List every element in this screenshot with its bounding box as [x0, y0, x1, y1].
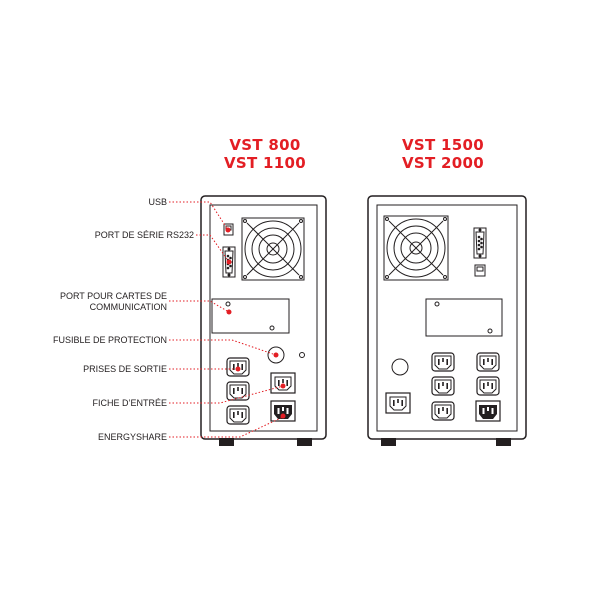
- left-outlet-2-icon: [226, 381, 250, 401]
- left-fuse-icon: [267, 346, 285, 364]
- left-model-line2: VST 1100: [223, 154, 306, 172]
- right-outlet-3-icon: [431, 376, 455, 396]
- right-outlet-1-icon: [431, 352, 455, 372]
- left-model-title: VST 800 VST 1100: [205, 136, 325, 172]
- energyshare-label: ENERGYSHARE: [97, 432, 167, 442]
- fuse-callout-dot: [273, 352, 279, 358]
- usb-callout-line: [169, 201, 229, 231]
- right-fuse-icon: [391, 358, 409, 376]
- left-model-line1: VST 800: [229, 136, 301, 154]
- right-input-plug-icon: [475, 400, 501, 422]
- rs232-callout-line: [196, 234, 230, 263]
- right-outlet-5-icon: [431, 401, 455, 421]
- comm-port-label-line2: COMMUNICATION: [89, 302, 167, 312]
- energyshare-callout-line: [169, 416, 284, 438]
- left-outlet-3-icon: [226, 405, 250, 425]
- fuse-label: FUSIBLE DE PROTECTION: [52, 335, 167, 345]
- right-energyshare-outlet-icon: [385, 392, 411, 414]
- right-fan-icon: [383, 215, 449, 281]
- right-ups-unit: [367, 195, 527, 446]
- right-comm-slot-icon: [425, 298, 503, 337]
- fuse-callout-line: [169, 339, 277, 356]
- right-model-title: VST 1500 VST 2000: [383, 136, 503, 172]
- right-model-line1: VST 1500: [401, 136, 484, 154]
- rs232-callout-dot: [226, 259, 232, 265]
- left-fan-icon: [241, 217, 305, 281]
- input-callout-line: [169, 385, 284, 404]
- comm-callout-line: [169, 300, 230, 313]
- outlets-label: PRISES DE SORTIE: [83, 364, 167, 374]
- rs232-label: PORT DE SÉRIE RS232: [94, 230, 194, 240]
- right-model-line2: VST 2000: [401, 154, 484, 172]
- usb-label: USB: [148, 197, 167, 207]
- callout-dots: [225, 227, 286, 419]
- outlets-callout-dot: [235, 366, 241, 372]
- right-rs232-port-icon: [473, 227, 487, 259]
- left-screw-icon: [299, 352, 305, 358]
- comm-callout-dot: [226, 309, 232, 315]
- right-usb-port-icon: [474, 264, 486, 277]
- left-ups-unit: [200, 195, 327, 446]
- comm-port-label: PORT POUR CARTES DE COMMUNICATION: [60, 291, 167, 313]
- callouts: [169, 201, 284, 438]
- energyshare-callout-dot: [280, 413, 286, 419]
- right-outlet-2-icon: [476, 352, 500, 372]
- input-plug-label: FICHE D’ENTRÉE: [92, 398, 167, 408]
- input-callout-dot: [280, 383, 286, 389]
- right-outlets: [385, 352, 501, 422]
- right-outlet-4-icon: [476, 376, 500, 396]
- usb-callout-dot: [225, 227, 231, 233]
- left-comm-slot-icon: [211, 298, 290, 334]
- comm-port-label-line1: PORT POUR CARTES DE: [59, 291, 167, 301]
- left-energyshare-outlet-icon: [270, 372, 296, 394]
